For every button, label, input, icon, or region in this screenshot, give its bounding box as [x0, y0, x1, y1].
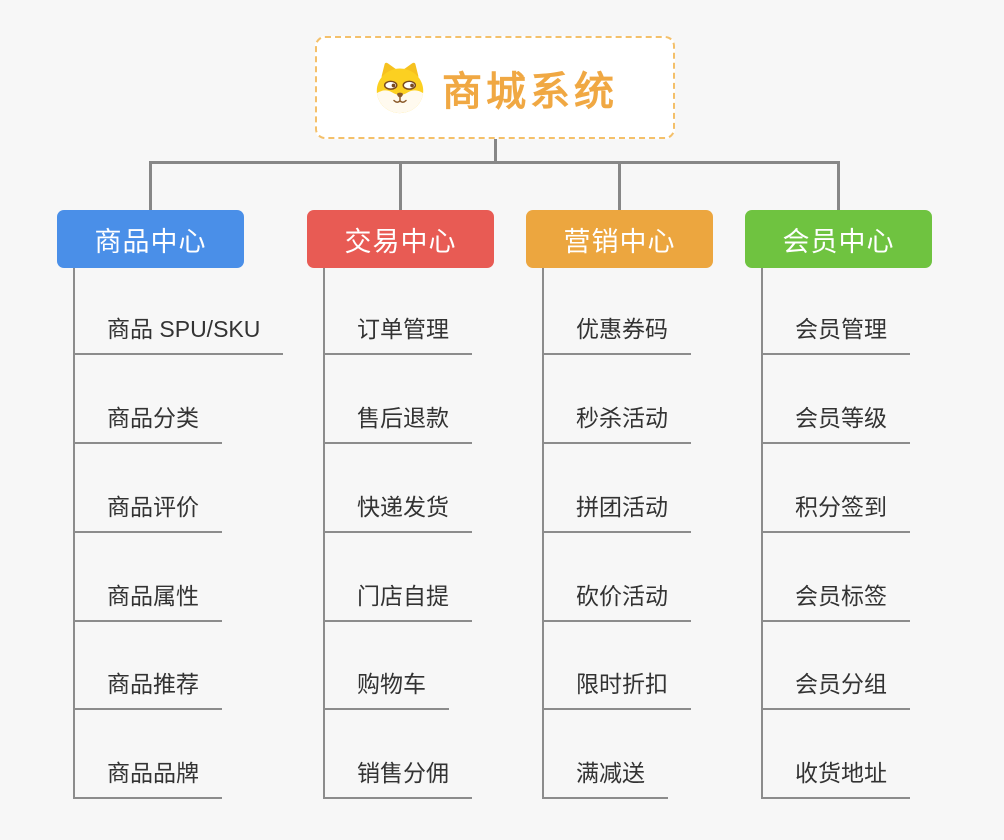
tree-item[interactable]: 拼团活动 — [542, 488, 691, 533]
tree-item[interactable]: 商品品牌 — [73, 754, 222, 799]
branch-header-member-center[interactable]: 会员中心 — [745, 210, 932, 268]
tree-item[interactable]: 积分签到 — [761, 488, 910, 533]
connector-trunk — [761, 268, 763, 799]
tree-item[interactable]: 优惠券码 — [542, 310, 691, 355]
tree-item[interactable]: 会员等级 — [761, 399, 910, 444]
connector-drop-2 — [399, 161, 402, 210]
tree-item[interactable]: 销售分佣 — [323, 754, 472, 799]
tree-item[interactable]: 秒杀活动 — [542, 399, 691, 444]
connector-drop-4 — [837, 161, 840, 210]
tree-item[interactable]: 门店自提 — [323, 577, 472, 622]
tree-item[interactable]: 商品评价 — [73, 488, 222, 533]
dog-face-icon — [376, 62, 424, 113]
tree-item[interactable]: 售后退款 — [323, 399, 472, 444]
tree-item[interactable]: 商品推荐 — [73, 665, 222, 710]
tree-item[interactable]: 满减送 — [542, 754, 668, 799]
tree-item[interactable]: 会员管理 — [761, 310, 910, 355]
branch-member-center: 会员中心 会员管理 会员等级 积分签到 会员标签 会员分组 收货地址 — [745, 210, 932, 799]
connector-trunk — [73, 268, 75, 799]
branch-product-center: 商品中心 商品 SPU/SKU 商品分类 商品评价 商品属性 商品推荐 商品品牌 — [57, 210, 284, 799]
branch-header-marketing-center[interactable]: 营销中心 — [526, 210, 713, 268]
connector-drop-1 — [149, 161, 152, 210]
tree-item[interactable]: 砍价活动 — [542, 577, 691, 622]
connector-drop-3 — [618, 161, 621, 210]
connector-bus — [149, 161, 840, 164]
tree-item[interactable]: 商品 SPU/SKU — [73, 310, 284, 355]
tree-item[interactable]: 订单管理 — [323, 310, 472, 355]
branch-header-product-center[interactable]: 商品中心 — [57, 210, 244, 268]
branch-trade-center: 交易中心 订单管理 售后退款 快递发货 门店自提 购物车 销售分佣 — [307, 210, 494, 799]
connector-trunk — [323, 268, 325, 799]
tree-item[interactable]: 快递发货 — [323, 488, 472, 533]
tree-item[interactable]: 收货地址 — [761, 754, 910, 799]
branch-marketing-center: 营销中心 优惠券码 秒杀活动 拼团活动 砍价活动 限时折扣 满减送 — [526, 210, 713, 799]
tree-item[interactable]: 限时折扣 — [542, 665, 691, 710]
tree-item[interactable]: 购物车 — [323, 665, 449, 710]
tree-item[interactable]: 会员分组 — [761, 665, 910, 710]
tree-item[interactable]: 商品分类 — [73, 399, 222, 444]
branch-header-trade-center[interactable]: 交易中心 — [307, 210, 494, 268]
tree-item[interactable]: 商品属性 — [73, 577, 222, 622]
root-title: 商城系统 — [442, 69, 618, 114]
connector-root-stub — [494, 139, 497, 163]
tree-item[interactable]: 会员标签 — [761, 577, 910, 622]
root-node[interactable]: 商城系统 — [315, 36, 675, 139]
connector-trunk — [542, 268, 544, 799]
